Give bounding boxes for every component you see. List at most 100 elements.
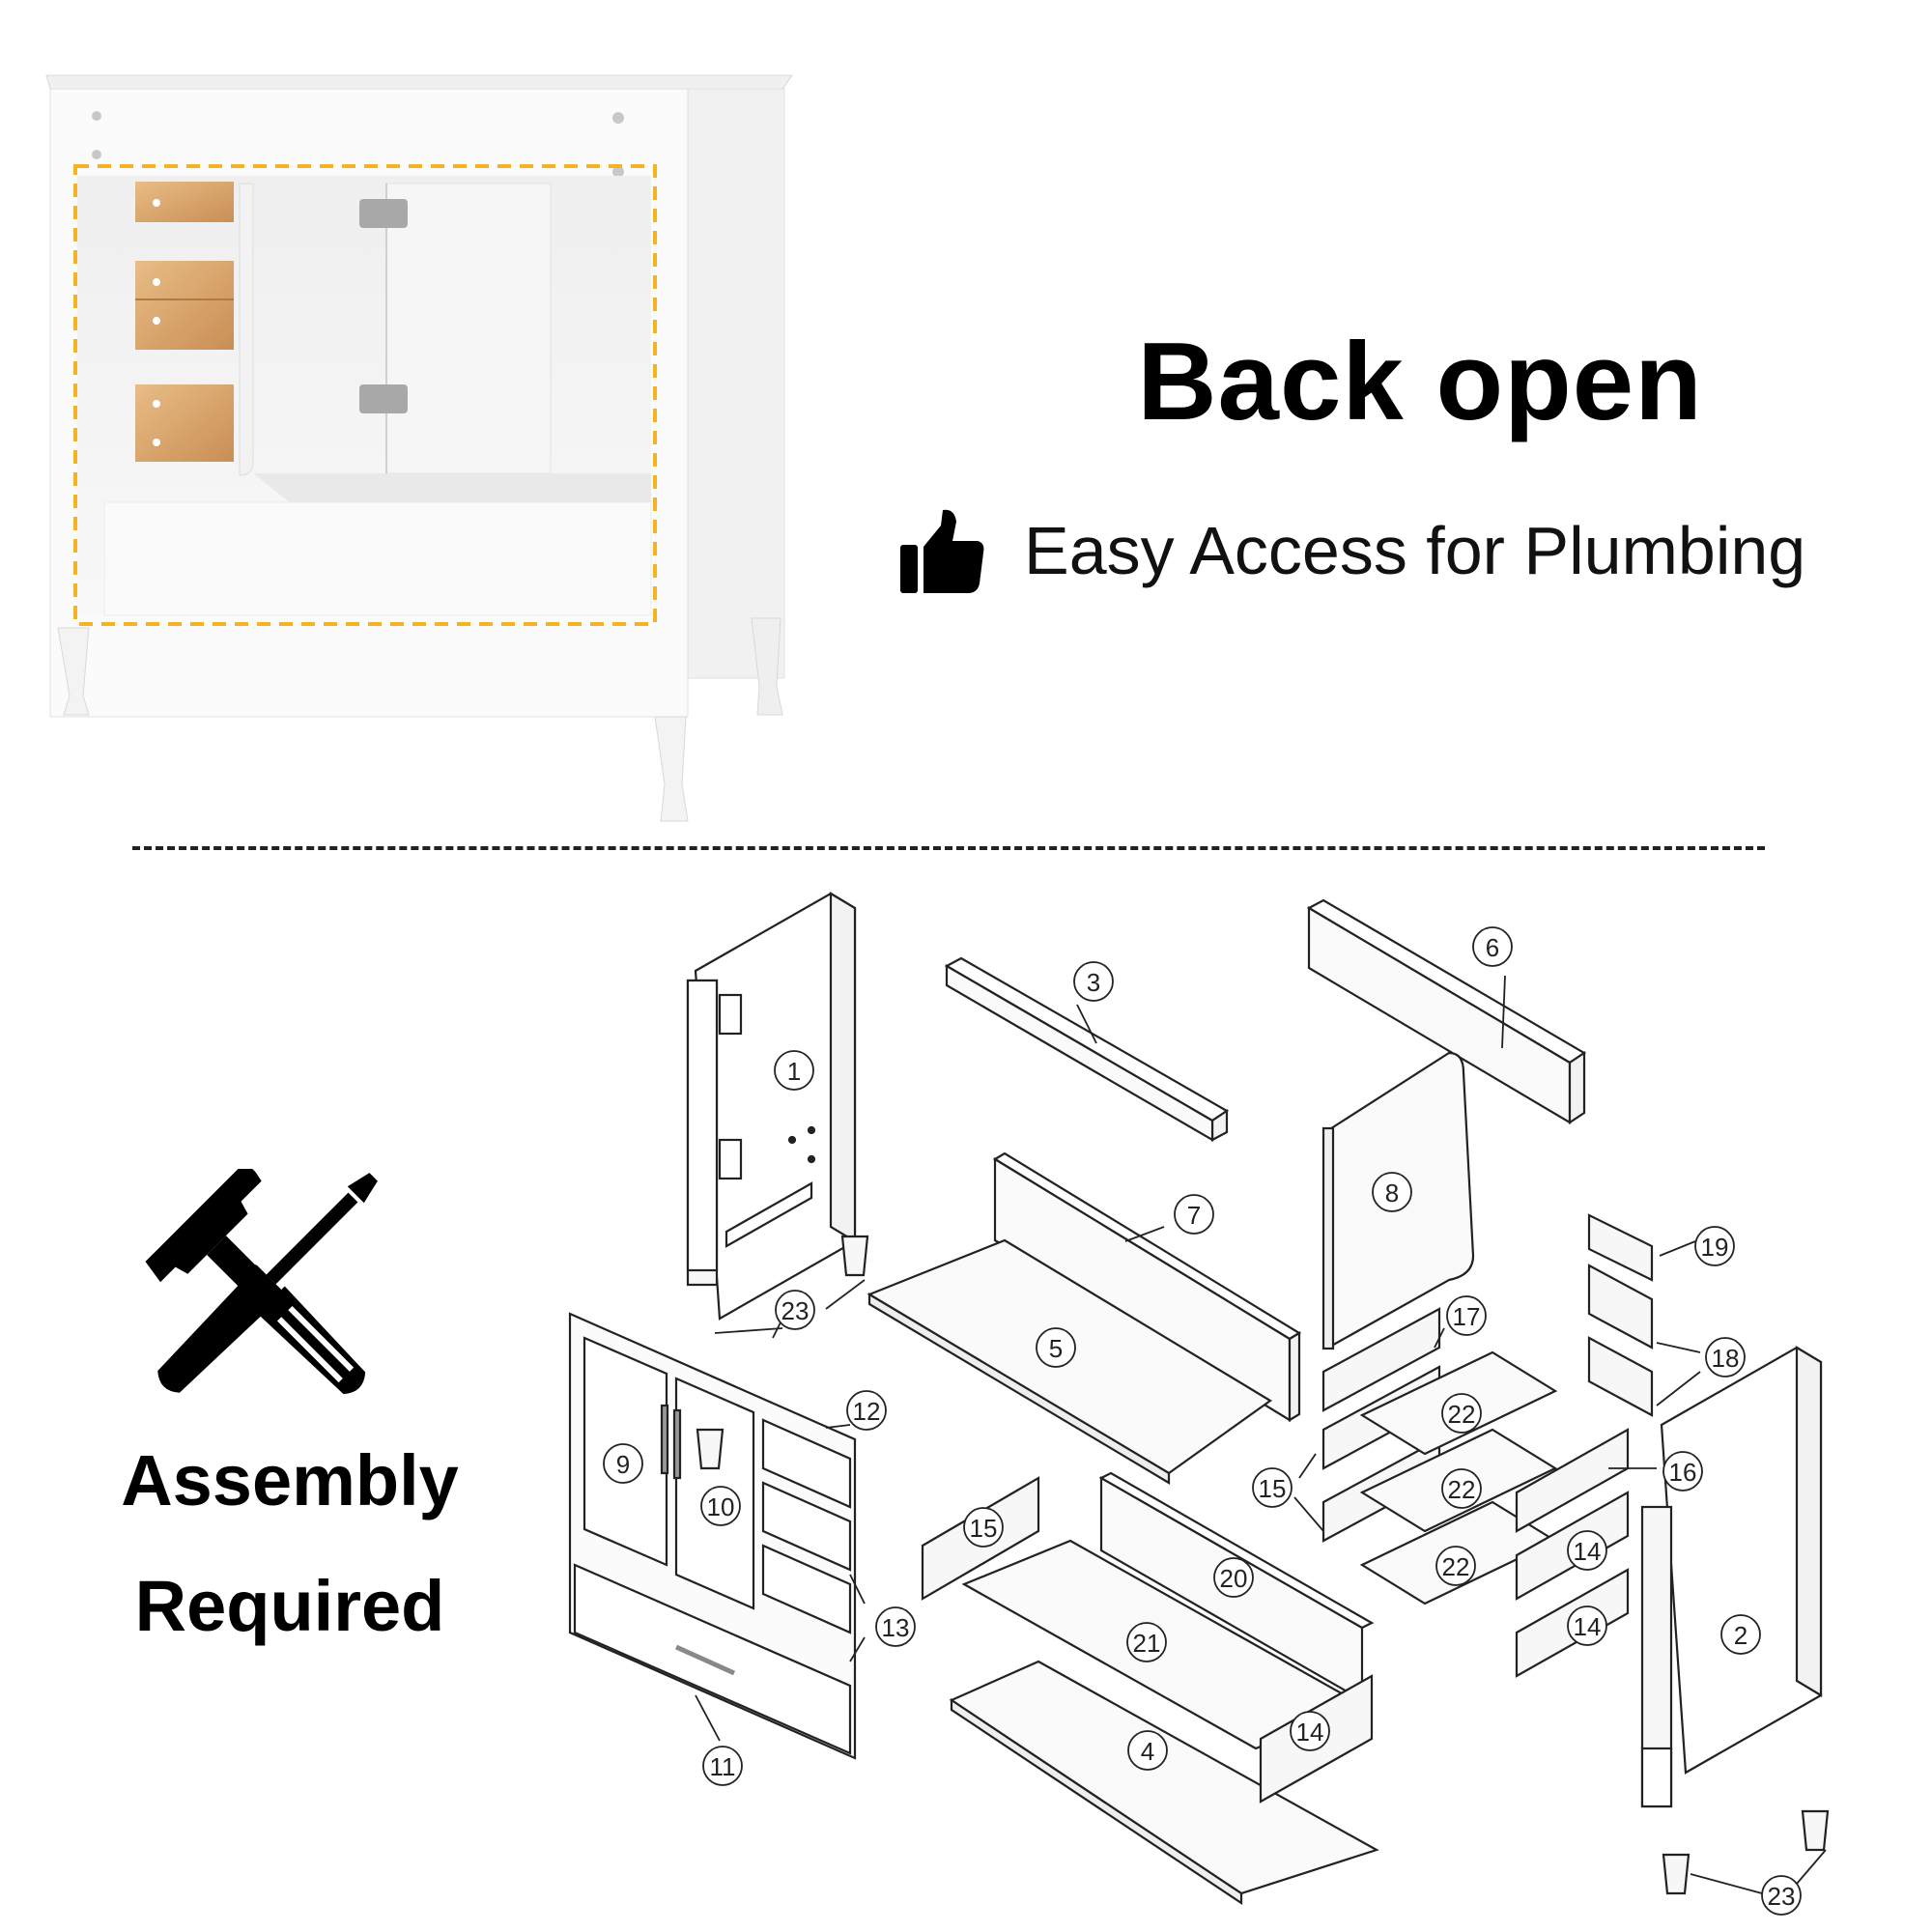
callout-circle	[846, 1390, 887, 1431]
callout-part-10: 10	[700, 1486, 741, 1526]
part-18-drawer-fronts	[1587, 1264, 1654, 1417]
callout-number: 14	[1574, 1612, 1602, 1641]
callout-circle	[1720, 1614, 1761, 1655]
callout-number: 23	[781, 1296, 810, 1325]
part-callouts: 1234567891011121314141415151617181920212…	[603, 926, 1802, 1916]
callout-number: 16	[1669, 1458, 1697, 1487]
part-17-drawer-runner	[1321, 1307, 1441, 1412]
callout-number: 11	[710, 1752, 736, 1781]
callout-number: 7	[1187, 1201, 1201, 1230]
part-7-back-panel	[992, 1151, 1302, 1422]
callout-part-3: 3	[1073, 961, 1114, 1002]
callout-circle	[775, 1290, 815, 1330]
callout-part-2: 2	[1720, 1614, 1761, 1655]
callout-circle	[1705, 1337, 1746, 1378]
assembly-line2: Required	[134, 1566, 445, 1646]
callout-number: 23	[1768, 1882, 1796, 1911]
callout-part-8: 8	[1372, 1172, 1412, 1212]
callout-circle	[1446, 1295, 1487, 1336]
callout-part-4: 4	[1127, 1730, 1168, 1771]
callout-number: 15	[1259, 1474, 1287, 1503]
callout-number: 14	[1296, 1718, 1324, 1747]
callout-circle	[1441, 1468, 1482, 1509]
callout-circle	[963, 1507, 1004, 1548]
callout-circle	[1372, 1172, 1412, 1212]
callout-circle	[1567, 1605, 1607, 1646]
callout-circle	[1126, 1622, 1167, 1662]
callout-part-6: 6	[1472, 926, 1513, 967]
exploded-parts-diagram: 1234567891011121314141415151617181920212…	[568, 892, 1830, 1916]
open-back-highlight	[73, 164, 657, 626]
part-3-top-rail	[944, 956, 1230, 1142]
callout-number: 4	[1141, 1737, 1154, 1766]
callout-part-7: 7	[1174, 1194, 1214, 1235]
callout-number: 21	[1133, 1629, 1161, 1658]
part-6-back-rail	[1306, 898, 1587, 1125]
part-4-bottom-shelf	[949, 1660, 1379, 1906]
callout-circle	[700, 1486, 741, 1526]
callout-number: 20	[1220, 1564, 1248, 1593]
callout-circle	[702, 1746, 743, 1786]
callout-number: 1	[787, 1057, 801, 1086]
callout-part-14: 14	[1567, 1530, 1607, 1571]
callout-number: 22	[1448, 1475, 1476, 1504]
hammer-screwdriver-icon	[145, 1169, 378, 1395]
callout-circle	[1036, 1327, 1076, 1368]
part-23-feet	[696, 1235, 1830, 1895]
feature-text: Easy Access for Plumbing	[1024, 513, 1806, 588]
callout-part-14: 14	[1567, 1605, 1607, 1646]
callout-part-17: 17	[1446, 1295, 1487, 1336]
callout-part-15: 15	[1252, 1467, 1293, 1508]
headline: Back open	[1137, 321, 1703, 443]
callout-circle	[1435, 1546, 1476, 1586]
part-2-right-panel	[1640, 1346, 1823, 1808]
callout-part-11: 11	[702, 1746, 743, 1786]
callout-part-16: 16	[1662, 1451, 1703, 1492]
callout-part-23: 23	[1761, 1875, 1802, 1916]
callout-circle	[1290, 1711, 1330, 1751]
callout-number: 3	[1087, 968, 1100, 997]
callout-number: 14	[1574, 1537, 1602, 1566]
callout-number: 12	[853, 1397, 881, 1426]
callout-circle	[1694, 1226, 1735, 1266]
callout-number: 17	[1453, 1302, 1481, 1331]
callout-part-15: 15	[963, 1507, 1004, 1548]
callout-part-21: 21	[1126, 1622, 1167, 1662]
callout-number: 13	[882, 1613, 910, 1642]
callout-circle	[1662, 1451, 1703, 1492]
callout-number: 8	[1385, 1179, 1399, 1208]
callout-circle	[1567, 1530, 1607, 1571]
callout-number: 19	[1701, 1233, 1729, 1262]
callout-number: 18	[1712, 1344, 1740, 1373]
callout-circle	[1174, 1194, 1214, 1235]
callout-part-13: 13	[875, 1606, 916, 1647]
callout-part-5: 5	[1036, 1327, 1076, 1368]
thumbs-up-icon	[900, 509, 984, 593]
callout-part-22: 22	[1441, 1468, 1482, 1509]
callout-circle	[1761, 1875, 1802, 1916]
part-19-drawer-front	[1587, 1213, 1654, 1282]
callout-circle	[1127, 1730, 1168, 1771]
callout-part-1: 1	[774, 1050, 814, 1091]
callout-circle	[1213, 1557, 1254, 1598]
section-divider	[132, 846, 1765, 850]
callout-part-20: 20	[1213, 1557, 1254, 1598]
callout-circle	[1472, 926, 1513, 967]
callout-part-19: 19	[1694, 1226, 1735, 1266]
callout-part-22: 22	[1435, 1546, 1476, 1586]
face-frame-assembly	[568, 1312, 857, 1760]
callout-circle	[603, 1443, 643, 1484]
cabinet-back-photo	[45, 74, 793, 822]
callout-number: 22	[1448, 1400, 1476, 1429]
callout-part-18: 18	[1705, 1337, 1746, 1378]
callout-part-22: 22	[1441, 1393, 1482, 1434]
callout-number: 5	[1049, 1334, 1063, 1363]
part-1-left-panel	[686, 892, 857, 1321]
assembly-line1: Assembly	[121, 1440, 459, 1520]
callout-part-23: 23	[775, 1290, 815, 1330]
callout-number: 10	[707, 1492, 735, 1521]
feature-row: Easy Access for Plumbing	[898, 502, 1884, 599]
callout-number: 6	[1486, 933, 1499, 962]
callout-circle	[774, 1050, 814, 1091]
callout-part-9: 9	[603, 1443, 643, 1484]
